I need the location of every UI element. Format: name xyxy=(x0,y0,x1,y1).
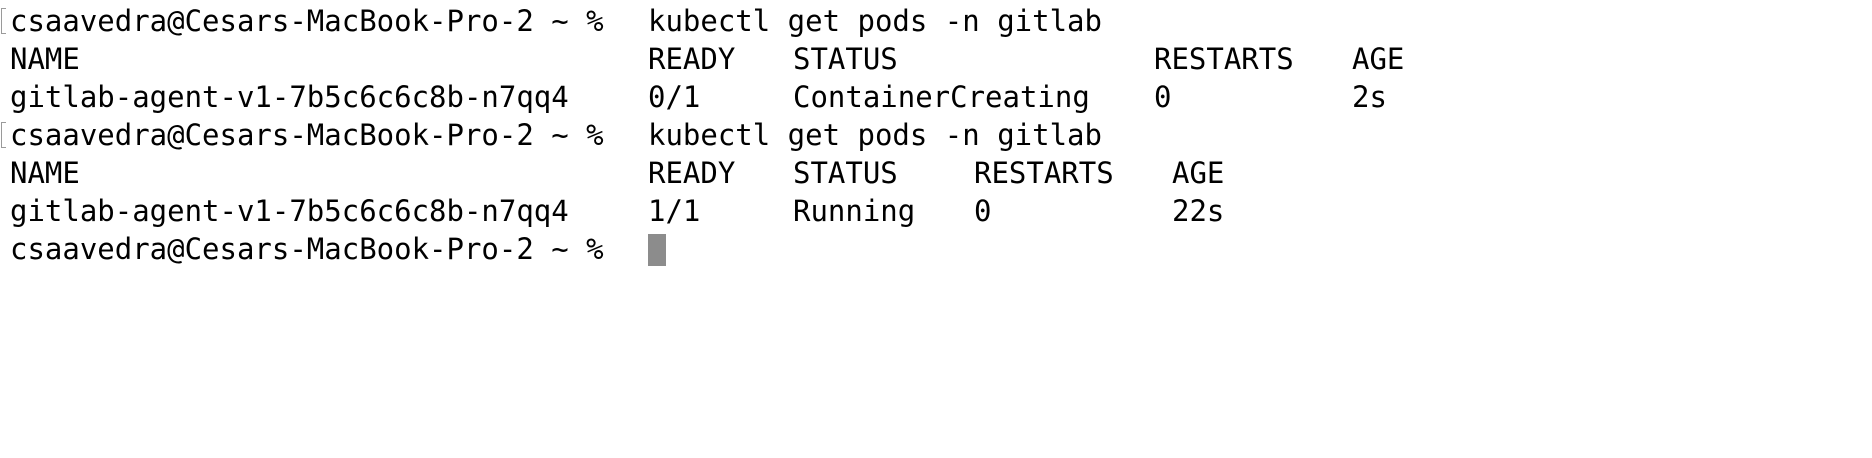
pod-ready: 1/1 xyxy=(648,194,701,228)
shell-command: kubectl get pods -n gitlab xyxy=(648,4,1102,38)
pod-status: ContainerCreating xyxy=(793,80,1090,114)
table-row: gitlab-agent-v1-7b5c6c6c8b-n7qq4 0/1 Con… xyxy=(0,78,1872,116)
pod-age: 2s xyxy=(1352,80,1387,114)
command-line: csaavedra@Cesars-MacBook-Pro-2 ~ % kubec… xyxy=(0,2,1872,40)
header-ready: READY xyxy=(648,42,736,76)
pod-status: Running xyxy=(793,194,916,228)
current-command-line[interactable]: csaavedra@Cesars-MacBook-Pro-2 ~ % xyxy=(0,230,1872,268)
shell-prompt: csaavedra@Cesars-MacBook-Pro-2 ~ % xyxy=(10,4,604,38)
pod-restarts: 0 xyxy=(974,194,992,228)
command-line: csaavedra@Cesars-MacBook-Pro-2 ~ % kubec… xyxy=(0,116,1872,154)
header-name: NAME xyxy=(10,42,80,76)
header-restarts: RESTARTS xyxy=(974,156,1114,190)
header-status: STATUS xyxy=(793,42,898,76)
pod-name: gitlab-agent-v1-7b5c6c6c8b-n7qq4 xyxy=(10,80,569,114)
pod-ready: 0/1 xyxy=(648,80,701,114)
table-row: gitlab-agent-v1-7b5c6c6c8b-n7qq4 1/1 Run… xyxy=(0,192,1872,230)
pod-name: gitlab-agent-v1-7b5c6c6c8b-n7qq4 xyxy=(10,194,569,228)
command-mark xyxy=(1,122,6,148)
terminal-window[interactable]: csaavedra@Cesars-MacBook-Pro-2 ~ % kubec… xyxy=(0,0,1872,422)
table-header-row: NAME READY STATUS RESTARTS AGE xyxy=(0,40,1872,78)
text-cursor[interactable] xyxy=(648,234,666,266)
header-ready: READY xyxy=(648,156,736,190)
header-name: NAME xyxy=(10,156,80,190)
shell-prompt: csaavedra@Cesars-MacBook-Pro-2 ~ % xyxy=(10,232,604,266)
command-mark xyxy=(1,8,6,34)
header-status: STATUS xyxy=(793,156,898,190)
header-age: AGE xyxy=(1352,42,1405,76)
table-header-row: NAME READY STATUS RESTARTS AGE xyxy=(0,154,1872,192)
shell-prompt: csaavedra@Cesars-MacBook-Pro-2 ~ % xyxy=(10,118,604,152)
shell-command: kubectl get pods -n gitlab xyxy=(648,118,1102,152)
pod-age: 22s xyxy=(1172,194,1225,228)
header-restarts: RESTARTS xyxy=(1154,42,1294,76)
pod-restarts: 0 xyxy=(1154,80,1172,114)
header-age: AGE xyxy=(1172,156,1225,190)
